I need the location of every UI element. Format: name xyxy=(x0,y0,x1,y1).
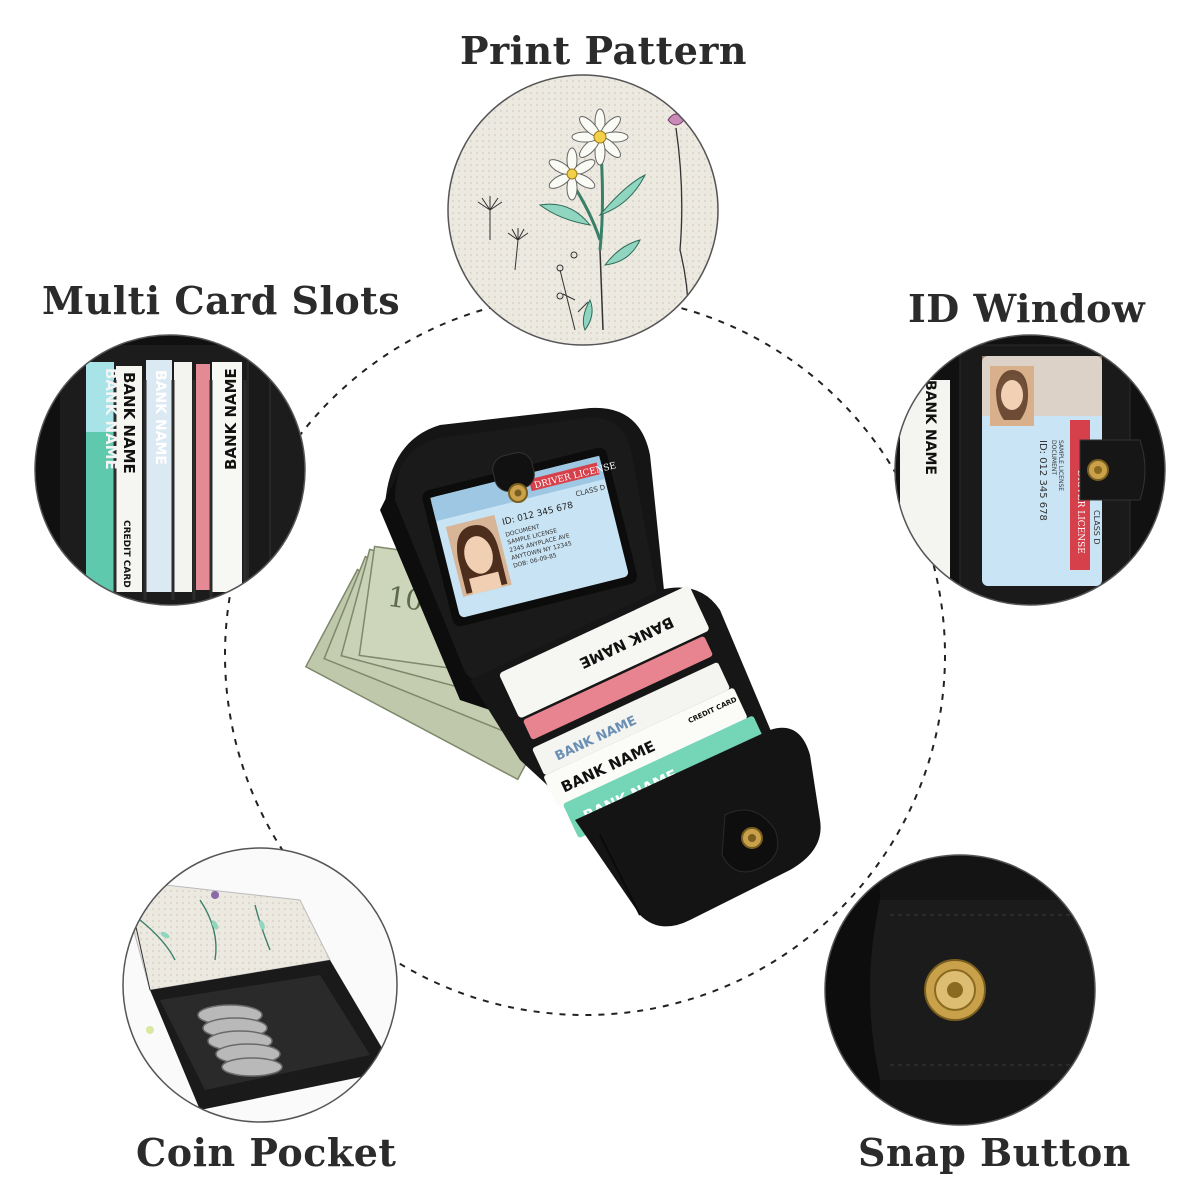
multi-card-bank-name-3: BANK NAME xyxy=(152,370,168,465)
multi-card-bank-name-1: BANK NAME xyxy=(102,368,120,470)
snap-button-label: Snap Button xyxy=(858,1130,1131,1175)
coin-pocket-label: Coin Pocket xyxy=(136,1130,397,1175)
id-window-label: ID Window xyxy=(908,286,1146,331)
id-window-license-line2: SAMPLE LICENSE xyxy=(1057,440,1064,491)
snap-button-detail xyxy=(824,854,1096,1126)
coin-pocket-detail xyxy=(122,847,398,1123)
multi-card-bank-name-2: BANK NAME xyxy=(120,372,138,474)
id-window-license-class: CLASS D xyxy=(1092,510,1101,545)
print-pattern-label: Print Pattern xyxy=(460,28,748,73)
id-window-bank-name: BANK NAME xyxy=(922,380,938,475)
id-window-license-id: ID: 012 345 678 xyxy=(1037,440,1048,521)
id-window-license-line1: DOCUMENT xyxy=(1050,440,1057,475)
wallet-cards: BANK NAME BANK NAME BANK NAME CREDIT CAR… xyxy=(499,586,769,838)
id-window-license-title: DRIVER LICENSE xyxy=(1075,470,1085,554)
multi-card-slots-detail: BANK NAME BANK NAME CREDIT CARD BANK NAM… xyxy=(34,334,306,606)
multi-card-credit-card: CREDIT CARD xyxy=(121,520,131,588)
multi-card-slots-label: Multi Card Slots xyxy=(42,278,401,323)
print-pattern-detail xyxy=(447,74,719,346)
central-wallet: 100 100 100 100 xyxy=(304,407,821,927)
multi-card-bank-name-4: BANK NAME xyxy=(222,368,240,470)
id-window-detail: ID: 012 345 678 DRIVER LICENSE CLASS D D… xyxy=(894,334,1166,606)
